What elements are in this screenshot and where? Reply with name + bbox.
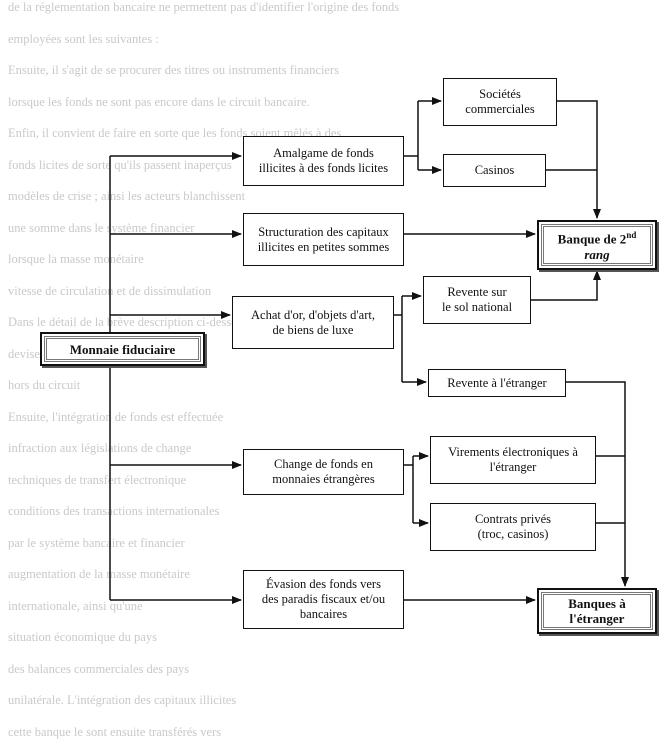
node-societes-commerciales: Sociétés commerciales [443, 78, 557, 126]
node-amalgame: Amalgame de fonds illicites à des fonds … [243, 136, 404, 186]
node-banques-etranger: Banques à l'étranger [537, 588, 657, 634]
background-line: unilatérale. L'intégration des capitaux … [8, 685, 662, 717]
flow-line [531, 271, 597, 300]
node-revente-etranger: Revente à l'étranger [428, 369, 566, 397]
node-contrats: Contrats privés (troc, casinos) [430, 503, 596, 551]
node-revente-national: Revente sur le sol national [423, 276, 531, 324]
node-achat: Achat d'or, d'objets d'art, de biens de … [232, 296, 394, 349]
node-structuration: Structuration des capitaux illicites en … [243, 213, 404, 266]
node-evasion: Évasion des fonds vers des paradis fisca… [243, 570, 404, 629]
background-line: cette banque le sont ensuite transférés … [8, 717, 662, 748]
node-casinos: Casinos [443, 154, 546, 187]
source-node-monnaie-fiduciaire: Monnaie fiduciaire [40, 332, 205, 366]
flow-line [566, 382, 625, 586]
flow-line [557, 101, 597, 218]
node-change: Change de fonds en monnaies étrangères [243, 449, 404, 495]
node-virements: Virements électroniques à l'étranger [430, 436, 596, 484]
